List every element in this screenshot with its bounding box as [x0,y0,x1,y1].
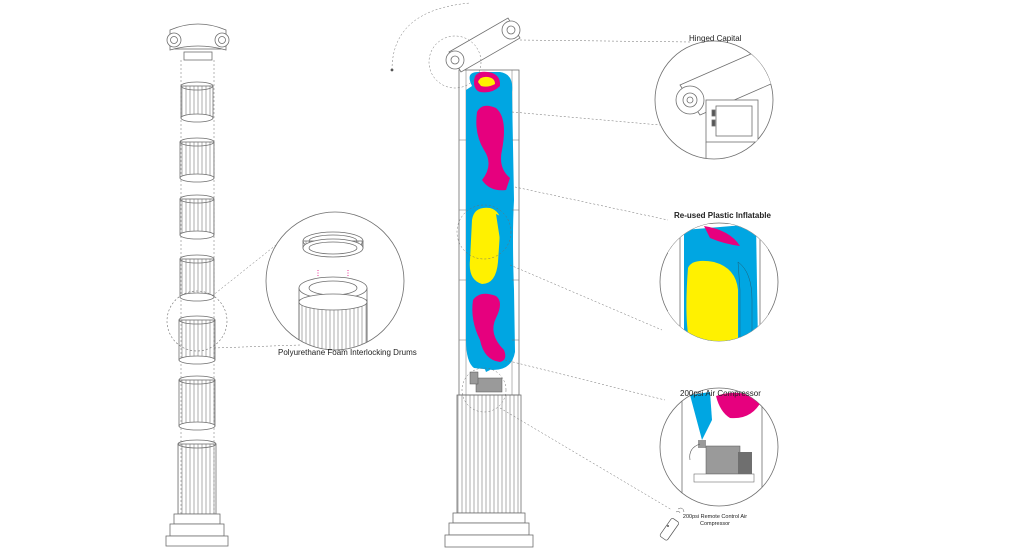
inflatable-magenta-low [472,293,506,362]
drum-3 [179,194,215,240]
drum-1 [180,81,214,123]
drum-4 [179,254,215,302]
compressor-label: 200psi Air Compressor [680,389,761,398]
capital-detail-bubble [654,40,774,160]
leader-lines [499,39,691,511]
ionic-capital-icon [166,23,230,61]
air-compressor-icon [469,371,503,393]
ionic-capital-icon [445,17,521,73]
inflatable-yellow [469,207,501,284]
assembled-column [390,2,534,548]
column-base [165,439,229,547]
capital-label: Hinged Capital [689,34,742,43]
remote-control-icon [659,507,685,541]
drum-2 [179,137,215,183]
drum-5 [178,315,216,365]
remote-label: 200psi Remote Control Air Compressor [682,514,748,527]
drums-label: Polyurethane Foam Interlocking Drums [278,348,417,357]
compressor-detail-bubble [659,387,779,507]
inflatable-magenta-mid [476,105,510,191]
inflatable-label: Re-used Plastic Inflatable [674,211,771,220]
drum-6 [178,375,216,431]
drum-detail-bubble [265,211,405,351]
inflatable-detail-bubble [659,222,779,342]
exploded-column [165,23,301,547]
